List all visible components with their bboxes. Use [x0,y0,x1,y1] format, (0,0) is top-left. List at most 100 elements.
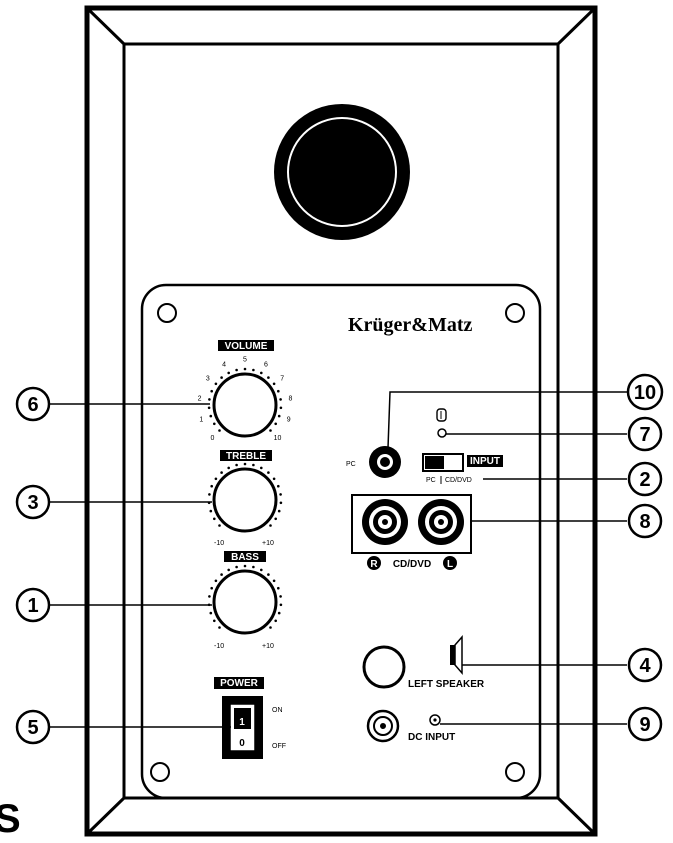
leader-10 [387,391,627,449]
callout-7: 7 [627,416,663,452]
volume-scale-number: 4 [222,362,226,369]
dc-input: DC INPUT [366,709,455,743]
input-label-box [467,455,503,467]
treble-scale-tick [277,484,280,488]
svg-text:9: 9 [639,714,650,736]
treble-scale-tick [210,484,213,488]
bass-label: BASS [231,552,259,563]
power-switch-group: POWER 1 0 ON OFF [214,677,286,759]
treble-scale-tick [279,501,283,505]
dc-input-jack[interactable] [366,709,400,743]
treble-control: TREBLE -10 +10 [207,450,283,547]
led-indicator [436,408,447,438]
input-selector-slider [425,456,444,469]
volume-scale-tick [260,371,263,375]
volume-scale-tick [269,429,272,432]
treble-label-box [220,450,272,461]
mounting-screw-bl [150,762,170,782]
callout-leaders [49,391,627,728]
mounting-screw-br [505,762,525,782]
left-speaker-output: LEFT SPEAKER [362,635,485,690]
bass-control: BASS -10 +10 [207,551,283,650]
volume-scale-tick [214,382,218,386]
volume-scale-number: 5 [243,357,247,364]
volume-label: VOLUME [225,341,268,352]
volume-scale-tick [267,376,270,379]
svg-text:4: 4 [639,655,651,677]
treble-min-label: -10 [214,540,224,547]
volume-scale-tick [243,367,247,371]
treble-scale-tick [274,517,278,521]
pc-jack-label: PC [346,461,356,468]
bass-scale-tick [279,603,283,607]
frame-bevel-tr [556,6,597,46]
rca-jack-right[interactable] [362,499,408,545]
bass-scale-tick [272,579,276,583]
led-light [437,428,447,438]
volume-knob[interactable] [212,372,278,438]
volume-scale-tick [208,398,211,401]
volume-scale-number: 10 [274,435,282,442]
volume-scale-number: 7 [280,376,284,383]
treble-scale-tick [267,471,270,474]
bass-scale-tick [210,586,213,590]
bass-scale-tick [227,568,230,572]
power-label-box [214,677,264,689]
volume-scale-tick [227,371,230,375]
bass-scale-tick [252,565,255,569]
frame-bevel-tl [85,6,126,46]
power-label: POWER [220,678,259,689]
callout-3: 3 [15,484,51,520]
left-speaker-label: LEFT SPEAKER [408,679,485,690]
power-off-label: OFF [272,743,286,750]
bass-ticks [207,564,283,629]
volume-scale-tick [252,368,255,372]
svg-text:5: 5 [27,717,38,739]
dc-polarity-icon [429,714,441,726]
bass-knob[interactable] [212,569,278,635]
rca-label: CD/DVD [393,559,431,570]
volume-scale-tick [279,398,282,401]
power-switch-on-mark: 1 [239,717,245,728]
svg-text:2: 2 [639,469,650,491]
bass-scale-tick [277,611,281,615]
volume-scale-number: 9 [287,417,291,424]
power-switch-off-mark: 0 [239,738,245,749]
rca-right-badge-circle [367,556,381,570]
treble-ticks [207,462,283,527]
bass-label-box [224,551,266,562]
callout-1: 1 [15,587,51,623]
frame-bevel-br [556,796,597,836]
treble-scale-tick [213,517,216,521]
treble-scale-tick [260,466,263,470]
volume-scale-number: 0 [211,435,215,442]
bass-scale-tick [208,595,211,598]
treble-scale-tick [208,493,211,496]
bass-scale-tick [218,626,221,629]
callout-5: 5 [15,709,51,745]
left-speaker-connector[interactable] [362,645,406,689]
volume-scale-tick [220,376,223,379]
volume-scale-number: 3 [206,376,210,383]
volume-ticks [207,367,283,432]
bass-reflex-port [274,104,410,240]
svg-text:3: 3 [27,492,38,514]
volume-scale-tick [274,422,278,426]
treble-scale-tick [227,466,230,470]
callout-9: 9 [627,706,663,742]
treble-knob[interactable] [212,467,278,533]
volume-scale-tick [272,382,276,386]
callout-8: 8 [627,503,663,539]
svg-text:7: 7 [639,424,650,446]
bass-scale-tick [269,626,272,629]
rca-jack-left[interactable] [418,499,464,545]
bass-scale-tick [220,573,223,576]
rca-left-badge-circle [443,556,457,570]
callout-10: 10 [626,373,664,411]
mounting-screw-tl [157,303,177,323]
bass-scale-tick [277,586,280,590]
volume-scale-tick [279,406,283,410]
volume-scale-tick [218,429,221,432]
